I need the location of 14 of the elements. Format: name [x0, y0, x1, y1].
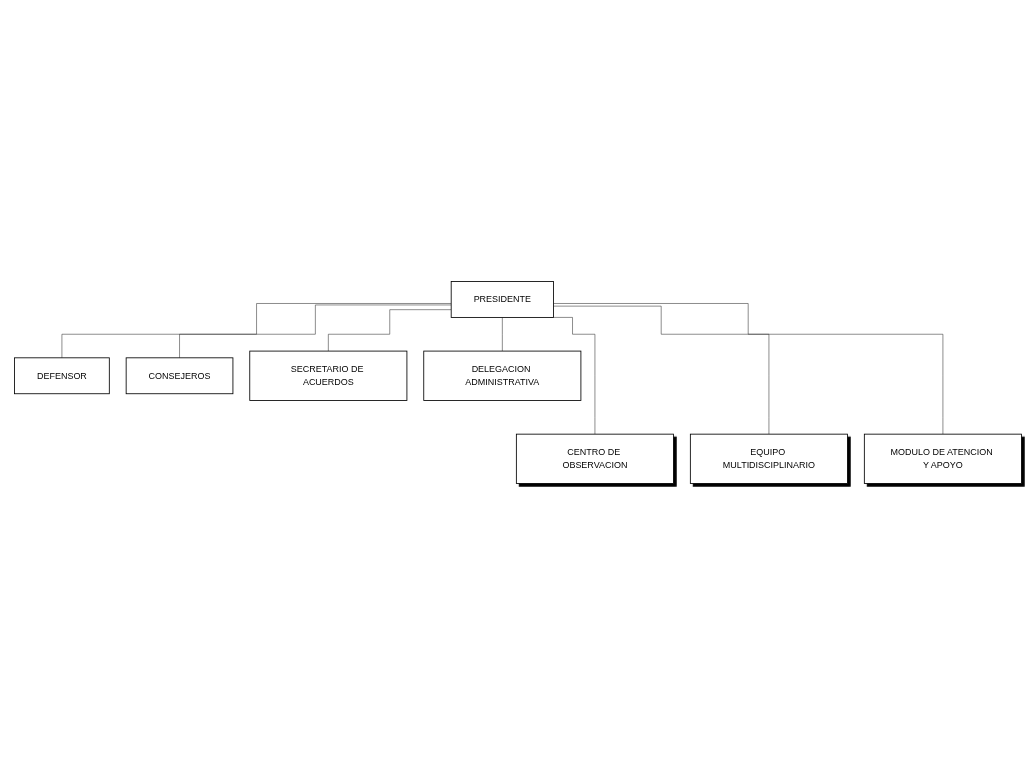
- connector: [61, 303, 452, 359]
- node-box: CENTRO DE OBSERVACION: [515, 434, 674, 485]
- node-box: CONSEJEROS: [125, 357, 234, 395]
- node-box: EQUIPO MULTIDISCIPLINARIO: [689, 434, 848, 485]
- node-box: PRESIDENTE: [450, 281, 554, 319]
- connector: [328, 309, 452, 352]
- node-box: DEFENSOR: [14, 357, 110, 395]
- connector: [502, 317, 503, 352]
- connector: [179, 305, 452, 359]
- node-box: MODULO DE ATENCION Y APOYO: [863, 434, 1022, 485]
- connector: [553, 303, 944, 435]
- node-box: DELEGACION ADMINISTRATIVA: [423, 351, 582, 402]
- connector: [553, 306, 770, 435]
- node-box: SECRETARIO DE ACUERDOS: [249, 351, 408, 402]
